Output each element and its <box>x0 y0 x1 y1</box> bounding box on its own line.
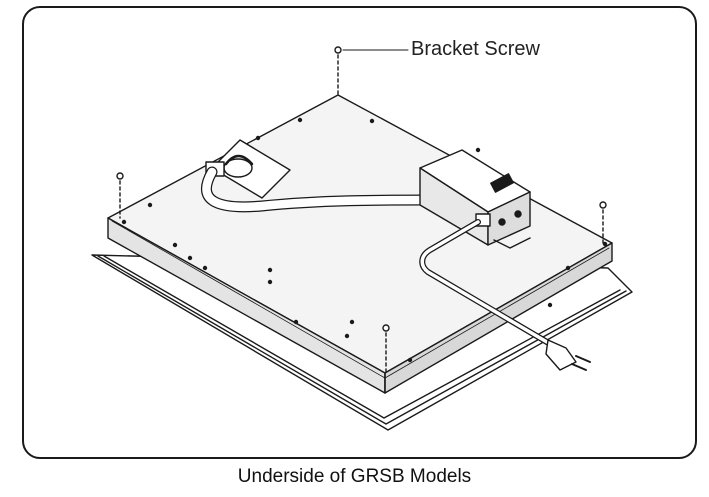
fastener-dots <box>121 117 608 363</box>
bracket-screws <box>116 46 607 374</box>
control-box <box>419 149 531 249</box>
bracket-screw-label: Bracket Screw <box>411 38 540 60</box>
bracket-screw-bottom <box>382 324 390 374</box>
bracket-screw-left <box>116 172 124 219</box>
figure-caption: Underside of GRSB Models <box>237 466 472 487</box>
bracket-screw-top <box>334 46 342 96</box>
power-cord <box>419 219 591 371</box>
heater-body <box>107 94 613 394</box>
junction-plate <box>205 139 291 199</box>
bracket-screw-right <box>599 201 607 244</box>
